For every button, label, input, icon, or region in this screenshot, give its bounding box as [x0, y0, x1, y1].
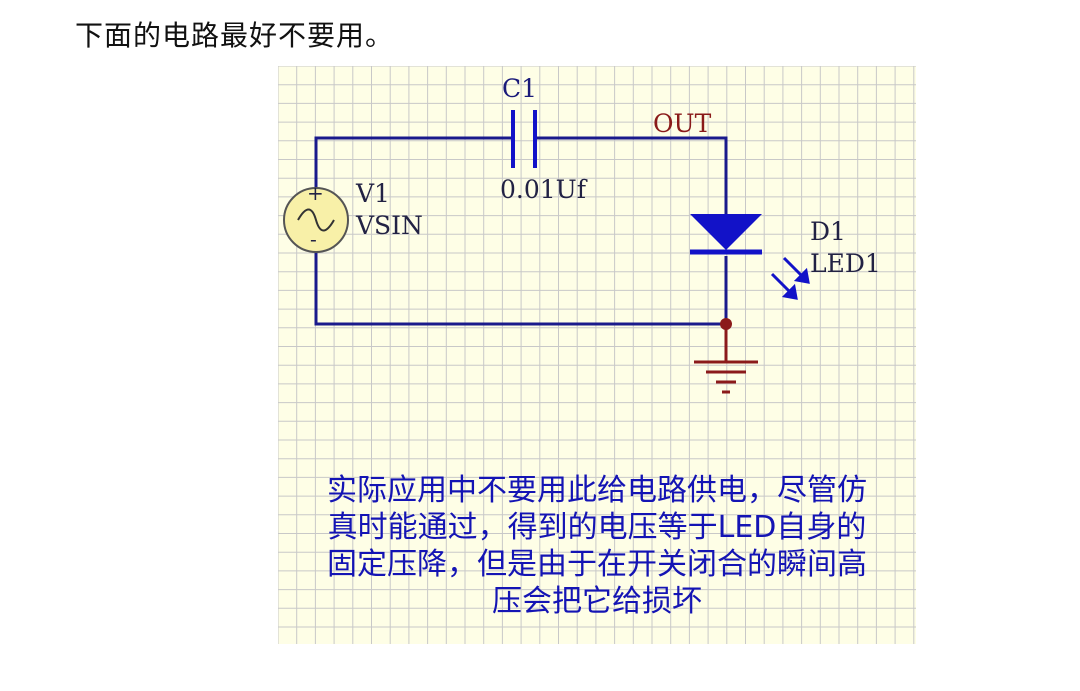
source-value: VSIN [355, 211, 423, 240]
led-value: LED1 [810, 249, 881, 278]
wire-c1-to-led [535, 136, 728, 216]
source-plus: + [307, 181, 324, 205]
caption-line-3: 固定压降，但是由于在开关闭合的瞬间高 [327, 547, 867, 582]
ground-symbol [694, 324, 758, 394]
circuit-schematic: C1 0.01Uf OUT + - V1 VSIN D1 LED1 [278, 66, 916, 644]
led-emission-arrows [770, 256, 810, 300]
wire-bottom [314, 248, 726, 326]
ac-source-symbol [283, 187, 349, 253]
caption-line-2: 真时能通过，得到的电压等于LED自身的 [328, 510, 867, 545]
net-label-out: OUT [653, 109, 712, 138]
led-ref: D1 [810, 217, 846, 246]
warning-caption: 实际应用中不要用此给电路供电，尽管仿 真时能通过，得到的电压等于LED自身的 固… [327, 473, 867, 619]
capacitor-symbol [511, 110, 537, 168]
grid [278, 66, 916, 644]
wires [314, 136, 728, 326]
caption-line-1: 实际应用中不要用此给电路供电，尽管仿 [327, 473, 867, 508]
caption-line-4: 压会把它给损坏 [492, 584, 702, 619]
source-minus: - [310, 227, 317, 251]
wire-source-to-c1 [314, 136, 513, 194]
source-ref: V1 [355, 179, 390, 208]
capacitor-ref: C1 [502, 74, 537, 103]
intro-text: 下面的电路最好不要用。 [75, 19, 395, 52]
led-symbol [690, 214, 762, 255]
schematic-background [278, 66, 916, 644]
capacitor-value: 0.01Uf [500, 175, 588, 204]
